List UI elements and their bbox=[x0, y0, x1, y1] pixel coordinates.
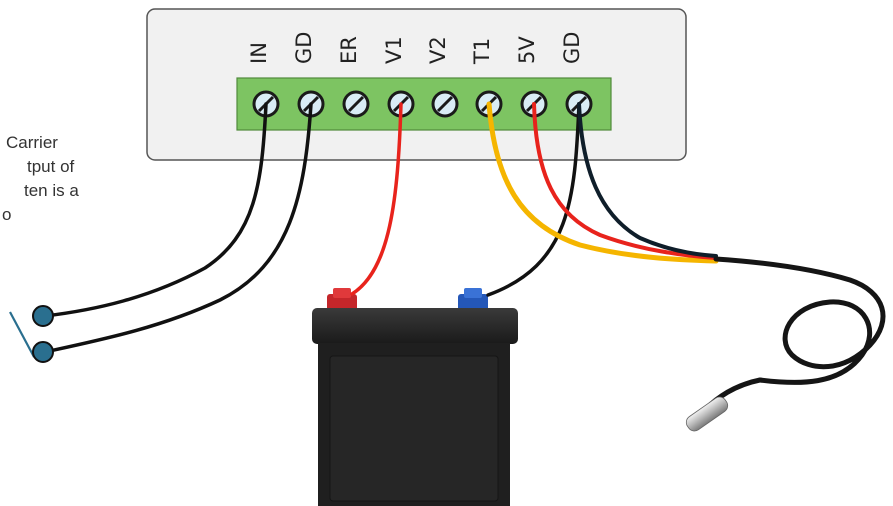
terminal-label-er: ER bbox=[337, 36, 361, 64]
switch-contact-bottom bbox=[32, 341, 54, 363]
wire-v1-to-battery-positive bbox=[350, 102, 403, 296]
terminal-label-gd-2: GD bbox=[560, 32, 584, 64]
terminal-screw-slot-3 bbox=[347, 95, 365, 113]
wire-gd-to-switch bbox=[43, 102, 313, 354]
screw-terminal-block bbox=[236, 77, 612, 131]
terminal-labels: IN GD ER V1 V2 T1 5V GD bbox=[247, 32, 584, 65]
probe-cable bbox=[713, 256, 886, 385]
terminal-label-t1: T1 bbox=[470, 38, 494, 65]
battery-negative-terminal bbox=[458, 294, 488, 311]
terminal-label-v1: V1 bbox=[382, 36, 406, 64]
terminal-label-v2: V2 bbox=[426, 36, 450, 64]
wire-gd-to-battery-negative bbox=[486, 102, 581, 297]
switch-contact-top bbox=[32, 305, 54, 327]
battery-negative-cap bbox=[464, 288, 482, 298]
side-note: Carrier tput of ten is a o bbox=[0, 131, 150, 271]
side-note-line-2: tput of bbox=[27, 157, 75, 176]
battery-panel bbox=[329, 355, 499, 502]
battery-lid bbox=[312, 308, 518, 344]
temperature-probe bbox=[685, 256, 886, 432]
terminal-label-5v: 5V bbox=[515, 36, 539, 64]
side-note-line-1: Carrier bbox=[6, 133, 58, 152]
terminal-label-in: IN bbox=[247, 42, 271, 64]
battery-positive-terminal bbox=[327, 294, 357, 311]
wire-gd-to-sensor bbox=[577, 102, 718, 258]
switch-lever bbox=[9, 311, 35, 358]
wire-in-to-switch bbox=[43, 102, 268, 318]
wire-t1-to-sensor bbox=[486, 101, 719, 264]
battery bbox=[312, 288, 518, 506]
battery-positive-cap bbox=[333, 288, 351, 298]
input-switch bbox=[9, 305, 54, 363]
terminal-label-gd-1: GD bbox=[292, 32, 316, 64]
side-note-line-3: ten is a bbox=[24, 181, 79, 200]
terminal-screw-slot-5 bbox=[436, 95, 454, 113]
side-note-line-4: o bbox=[2, 205, 12, 224]
probe-tip bbox=[685, 396, 729, 432]
wires bbox=[43, 101, 719, 354]
wire-5v-to-sensor bbox=[532, 102, 718, 260]
